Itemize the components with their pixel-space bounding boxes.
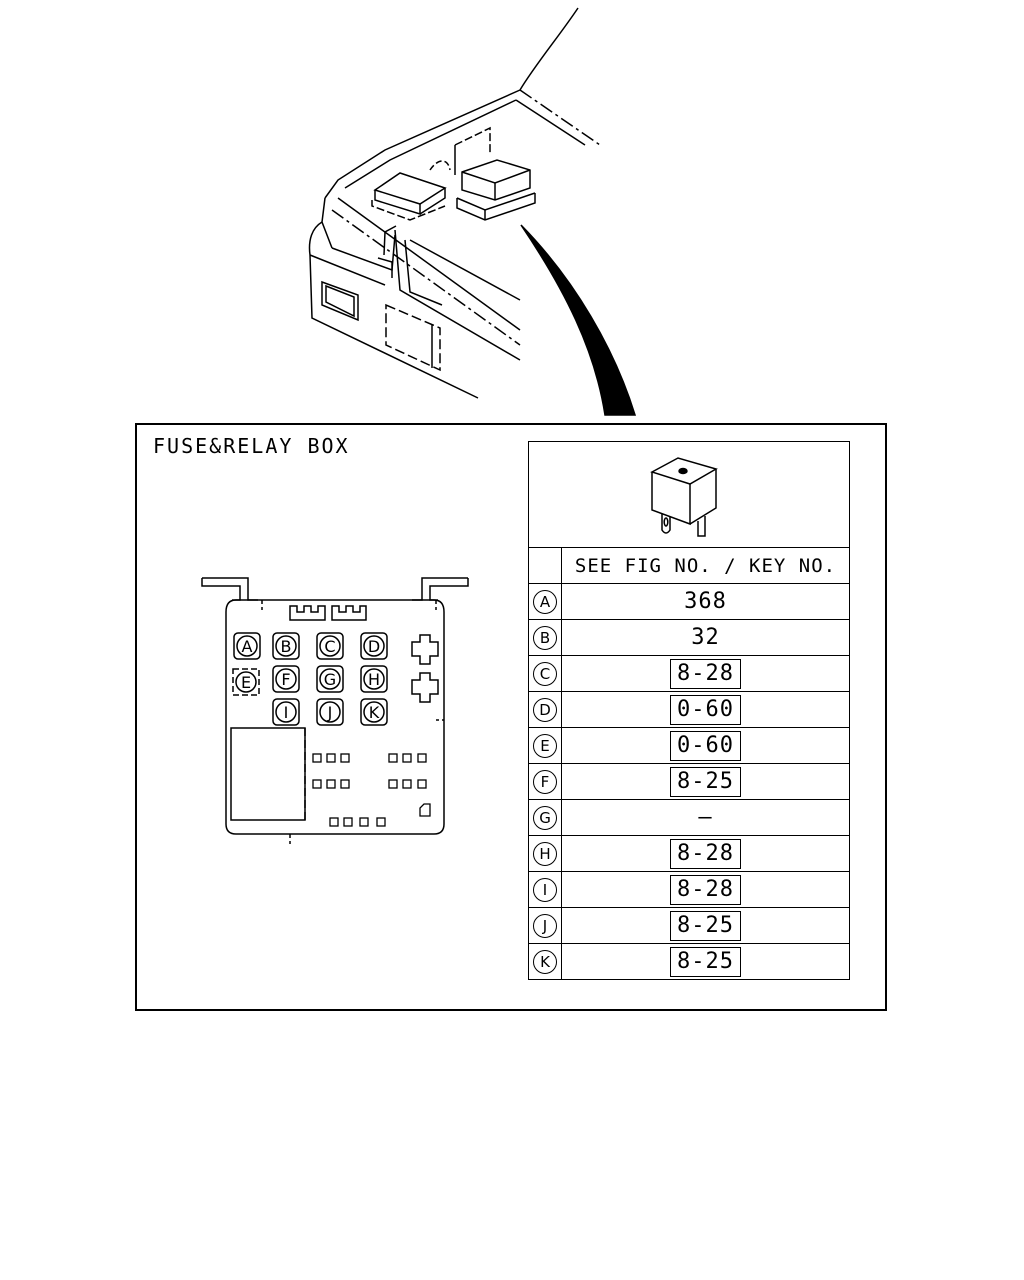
- relay-image-row: [528, 441, 850, 548]
- key-cell: E: [528, 727, 562, 764]
- relay-illustration-cell: [528, 441, 850, 548]
- value-cell: 368: [561, 583, 850, 620]
- header-row: SEE FIG NO. / KEY NO.: [528, 547, 850, 584]
- key-letter-badge: G: [533, 805, 557, 830]
- fuse-relay-box-panel: [135, 423, 887, 1011]
- vehicle-illustration: [308, 7, 637, 416]
- table-row: J 8-25: [528, 907, 850, 944]
- box-slot-g: G: [316, 665, 344, 693]
- box-slot-k: K: [360, 698, 388, 726]
- fuse-relay-box-layout: A B C D E F G H I J K: [201, 577, 469, 844]
- key-cell: A: [528, 583, 562, 620]
- box-slot-j: J: [316, 698, 344, 726]
- table-row: G—: [528, 799, 850, 836]
- slot-letter: K: [369, 703, 380, 722]
- box-slot-markers: A B C D E F G H I J K: [232, 632, 388, 726]
- slot-letter: B: [281, 637, 292, 656]
- key-cell: I: [528, 871, 562, 908]
- value-cell: 8-25: [561, 763, 850, 800]
- slot-letter: E: [241, 673, 251, 692]
- key-cell: F: [528, 763, 562, 800]
- key-letter-badge: D: [533, 697, 557, 722]
- key-cell: D: [528, 691, 562, 728]
- table-row: K 8-25: [528, 943, 850, 980]
- table-row: D 0-60: [528, 691, 850, 728]
- slot-letter: D: [368, 637, 380, 656]
- table-row: I 8-28: [528, 871, 850, 908]
- reference-value: 8-28: [670, 838, 741, 869]
- key-cell: C: [528, 655, 562, 692]
- key-letter-badge: E: [533, 733, 557, 758]
- value-cell: 8-28: [561, 835, 850, 872]
- key-letter-badge: H: [533, 841, 557, 866]
- slot-letter: I: [284, 703, 289, 722]
- key-cell: G: [528, 799, 562, 836]
- box-slot-e: E: [232, 668, 260, 696]
- key-letter-badge: I: [533, 877, 557, 902]
- box-slot-h: H: [360, 665, 388, 693]
- table-row: B 32: [528, 619, 850, 656]
- box-slot-d: D: [360, 632, 388, 660]
- reference-value: 8-25: [670, 946, 741, 977]
- value-cell: 8-25: [561, 907, 850, 944]
- reference-value: 0-60: [670, 730, 741, 761]
- key-letter-badge: F: [533, 769, 557, 794]
- slot-letter: J: [327, 703, 333, 722]
- key-letter-badge: K: [533, 949, 557, 974]
- reference-value: 0-60: [670, 694, 741, 725]
- box-slot-a: A: [233, 632, 261, 660]
- box-slot-f: F: [272, 665, 300, 693]
- key-cell: K: [528, 943, 562, 980]
- key-cell: H: [528, 835, 562, 872]
- value-cell: 0-60: [561, 727, 850, 764]
- slot-letter: C: [324, 637, 335, 656]
- table-row: F 8-25: [528, 763, 850, 800]
- relay-icon: [650, 456, 718, 537]
- key-letter-badge: B: [533, 625, 557, 650]
- slot-letter: F: [281, 670, 290, 689]
- table-row: C 8-28: [528, 655, 850, 692]
- reference-value: 8-25: [670, 910, 741, 941]
- table-row: A 368: [528, 583, 850, 620]
- reference-value: 368: [684, 589, 727, 614]
- key-cell: J: [528, 907, 562, 944]
- value-cell: 8-25: [561, 943, 850, 980]
- value-cell: 0-60: [561, 691, 850, 728]
- box-slot-i: I: [272, 698, 300, 726]
- value-cell: 32: [561, 619, 850, 656]
- header-key-cell: [528, 547, 562, 584]
- key-letter-badge: A: [533, 589, 557, 614]
- reference-value: 8-25: [670, 766, 741, 797]
- value-cell: 8-28: [561, 655, 850, 692]
- key-letter-badge: J: [533, 913, 557, 938]
- slot-letter: H: [368, 670, 380, 689]
- key-letter-badge: C: [533, 661, 557, 686]
- box-slot-c: C: [316, 632, 344, 660]
- value-cell: 8-28: [561, 871, 850, 908]
- box-slot-b: B: [272, 632, 300, 660]
- reference-value: 8-28: [670, 874, 741, 905]
- reference-value: 32: [691, 625, 720, 650]
- table-row: E 0-60: [528, 727, 850, 764]
- panel-title: FUSE&RELAY BOX: [153, 434, 350, 458]
- reference-value: 8-28: [670, 658, 741, 689]
- small-terminal-grid: [312, 753, 431, 827]
- reference-value: —: [698, 805, 713, 830]
- slot-letter: G: [324, 670, 336, 689]
- value-cell: —: [561, 799, 850, 836]
- table-header: SEE FIG NO. / KEY NO.: [561, 547, 850, 584]
- key-cell: B: [528, 619, 562, 656]
- slot-letter: A: [242, 637, 253, 656]
- table-row: H 8-28: [528, 835, 850, 872]
